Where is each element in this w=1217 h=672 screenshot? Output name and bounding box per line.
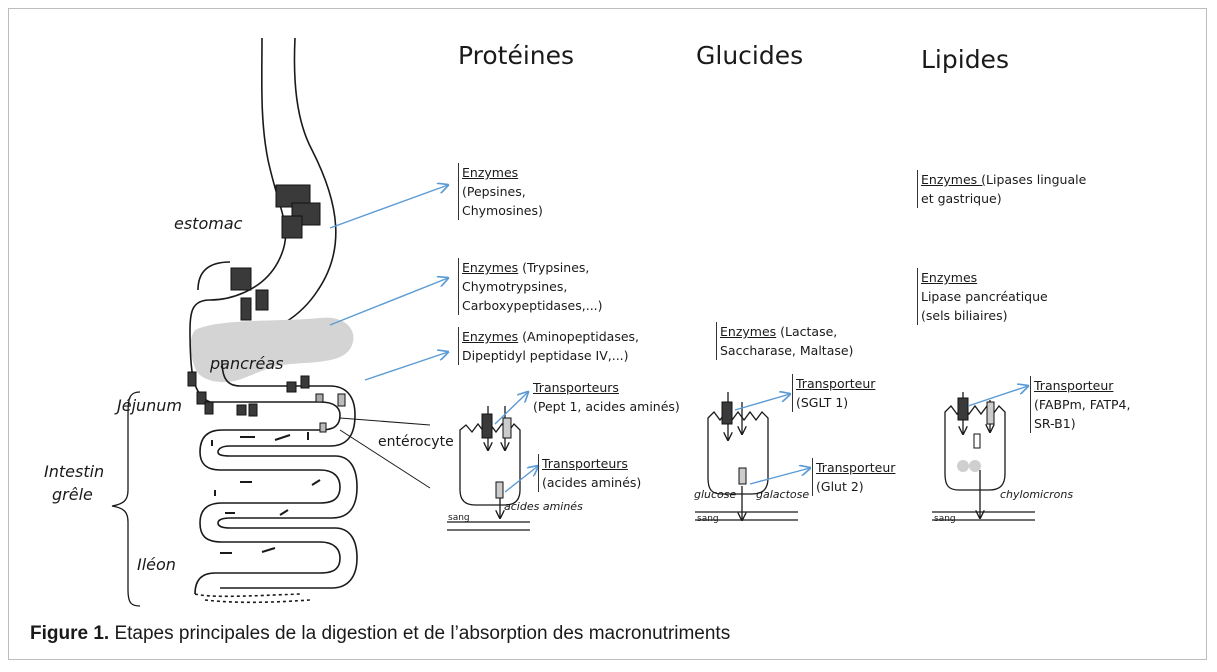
heading-lipides: Lipides — [921, 45, 1009, 74]
glucides-sang-label: sang — [697, 514, 719, 524]
lipides-sang-label: sang — [934, 514, 956, 524]
glucides-transporteur-apical: Transporteur (SGLT 1) — [792, 374, 875, 412]
label-ileon: Iléon — [137, 555, 176, 574]
glucides-enzymes: Enzymes (Lactase, Saccharase, Maltase) — [716, 322, 853, 360]
lipides-transporter-apical-dark — [957, 397, 969, 421]
proteines-transporteurs-basal: Transporteurs (acides aminés) — [538, 454, 641, 492]
proteines-enz2-line3: Carboxypeptidases,...) — [462, 298, 603, 313]
proteines-transporteurs-apical: Transporteurs (Pept 1, acides aminés) — [530, 378, 680, 416]
protein-transporter-basal — [495, 481, 504, 499]
proteines-tr2-line1: (acides aminés) — [542, 475, 642, 490]
heading-proteines: Protéines — [458, 41, 575, 70]
glucides-galactose-label: galactose — [756, 488, 810, 501]
chylomicron-dots — [957, 460, 981, 472]
figure-frame — [8, 8, 1207, 660]
label-estomac: estomac — [174, 214, 243, 233]
label-pancreas: pancréas — [210, 354, 284, 373]
protein-transporter-apical-light — [502, 417, 512, 439]
proteines-enz3-title: Enzymes — [462, 329, 519, 344]
figure-caption-text: Etapes principales de la digestion et de… — [109, 623, 731, 644]
lipides-enzymes-gastric: Enzymes (Lipases linguale et gastrique) — [917, 170, 1086, 208]
glucides-enz-title: Enzymes — [720, 324, 777, 339]
lipides-enzymes-pancreas: Enzymes Lipase pancréatique (sels biliai… — [917, 268, 1048, 325]
lipides-inner-particle — [973, 433, 981, 449]
label-enterocyte: entérocyte — [378, 434, 454, 450]
lipides-enterocyte — [932, 392, 1035, 521]
glucides-enz-line2: Saccharase, Maltase) — [720, 343, 854, 358]
lipides-tr-line1: (FABPm, FATP4, — [1034, 397, 1131, 412]
glucides-tr1-title: Transporteur — [796, 376, 876, 391]
stomach-outline — [189, 37, 337, 361]
proteines-enz1-line2: Chymosines) — [462, 203, 543, 218]
proteines-enzymes-stomach: Enzymes (Pepsines, Chymosines) — [458, 163, 543, 220]
lipides-transporteur: Transporteur (FABPm, FATP4, SR-B1) — [1030, 376, 1130, 433]
enterocyte-pointer-lines — [339, 417, 431, 489]
proteines-enz2-line1: (Trypsines, — [518, 260, 590, 275]
figure-caption: Figure 1. Etapes principales de la diges… — [30, 623, 730, 645]
figure-caption-label: Figure 1. — [30, 623, 110, 644]
heading-glucides: Glucides — [696, 41, 804, 70]
lipides-transporter-apical-light — [986, 401, 995, 425]
proteines-enz1-line1: (Pepsines, — [462, 184, 526, 199]
lipides-enz1-line2: et gastrique) — [921, 191, 1002, 206]
lipides-enz2-line1: Lipase pancréatique — [921, 289, 1048, 304]
proteines-enz3-line1: (Aminopeptidases, — [518, 329, 640, 344]
protein-transporter-apical-dark — [481, 413, 493, 439]
proteines-output-label: acides aminés — [504, 500, 583, 513]
proteines-tr1-line1: (Pept 1, acides aminés) — [533, 399, 680, 414]
proteines-enz3-line2: Dipeptidyl peptidase IV,...) — [462, 348, 629, 363]
lipides-tr-title: Transporteur — [1034, 378, 1114, 393]
lipides-enz2-line2: (sels biliaires) — [921, 308, 1008, 323]
glucides-tr1-line1: (SGLT 1) — [796, 395, 849, 410]
lipides-transporter-arrow — [967, 386, 1028, 407]
glucides-glucose-label: glucose — [694, 488, 737, 501]
proteines-tr2-title: Transporteurs — [542, 456, 628, 471]
label-jejunum: Jéjunum — [117, 396, 183, 415]
pancreas-shape — [190, 317, 354, 383]
lipides-tr-line2: SR-B1) — [1034, 416, 1076, 431]
proteines-enzymes-brush-border: Enzymes (Aminopeptidases, Dipeptidyl pep… — [458, 327, 639, 365]
label-grele: grêle — [52, 485, 93, 504]
proteines-enz1-title: Enzymes — [462, 165, 519, 180]
protein-blocks — [187, 184, 346, 433]
proteines-enz2-title: Enzymes — [462, 260, 519, 275]
enzyme-arrows — [329, 185, 448, 381]
intestine-brace — [111, 391, 141, 607]
small-intestine-outline — [189, 329, 358, 604]
lipides-enz1-title: Enzymes ( — [921, 172, 987, 187]
glucides-tr2-line1: (Glut 2) — [816, 479, 864, 494]
proteines-sang-label: sang — [448, 513, 470, 523]
lipides-output-label: chylomicrons — [1000, 488, 1074, 501]
glucides-transporter-arrows — [734, 394, 810, 485]
protein-transporter-arrows — [494, 392, 538, 493]
glucides-enterocyte — [695, 392, 798, 520]
label-intestin: Intestin — [44, 462, 105, 481]
intestine-fragments — [211, 432, 321, 554]
lipides-enz1-line1: Lipases linguale — [986, 172, 1087, 187]
proteines-tr1-title: Transporteurs — [533, 380, 619, 395]
glucides-tr2-title: Transporteur — [816, 460, 896, 475]
protein-enterocyte — [447, 406, 530, 531]
proteines-enz2-line2: Chymotrypsines, — [462, 279, 568, 294]
lipides-enz2-title: Enzymes — [921, 270, 978, 285]
glucides-transporteur-basal: Transporteur (Glut 2) — [812, 458, 895, 496]
glucides-enz-line1: (Lactase, — [776, 324, 838, 339]
proteines-enzymes-pancreas: Enzymes (Trypsines, Chymotrypsines, Carb… — [458, 258, 603, 315]
glucides-transporter-basal — [738, 467, 747, 485]
glucides-transporter-apical — [721, 401, 733, 425]
